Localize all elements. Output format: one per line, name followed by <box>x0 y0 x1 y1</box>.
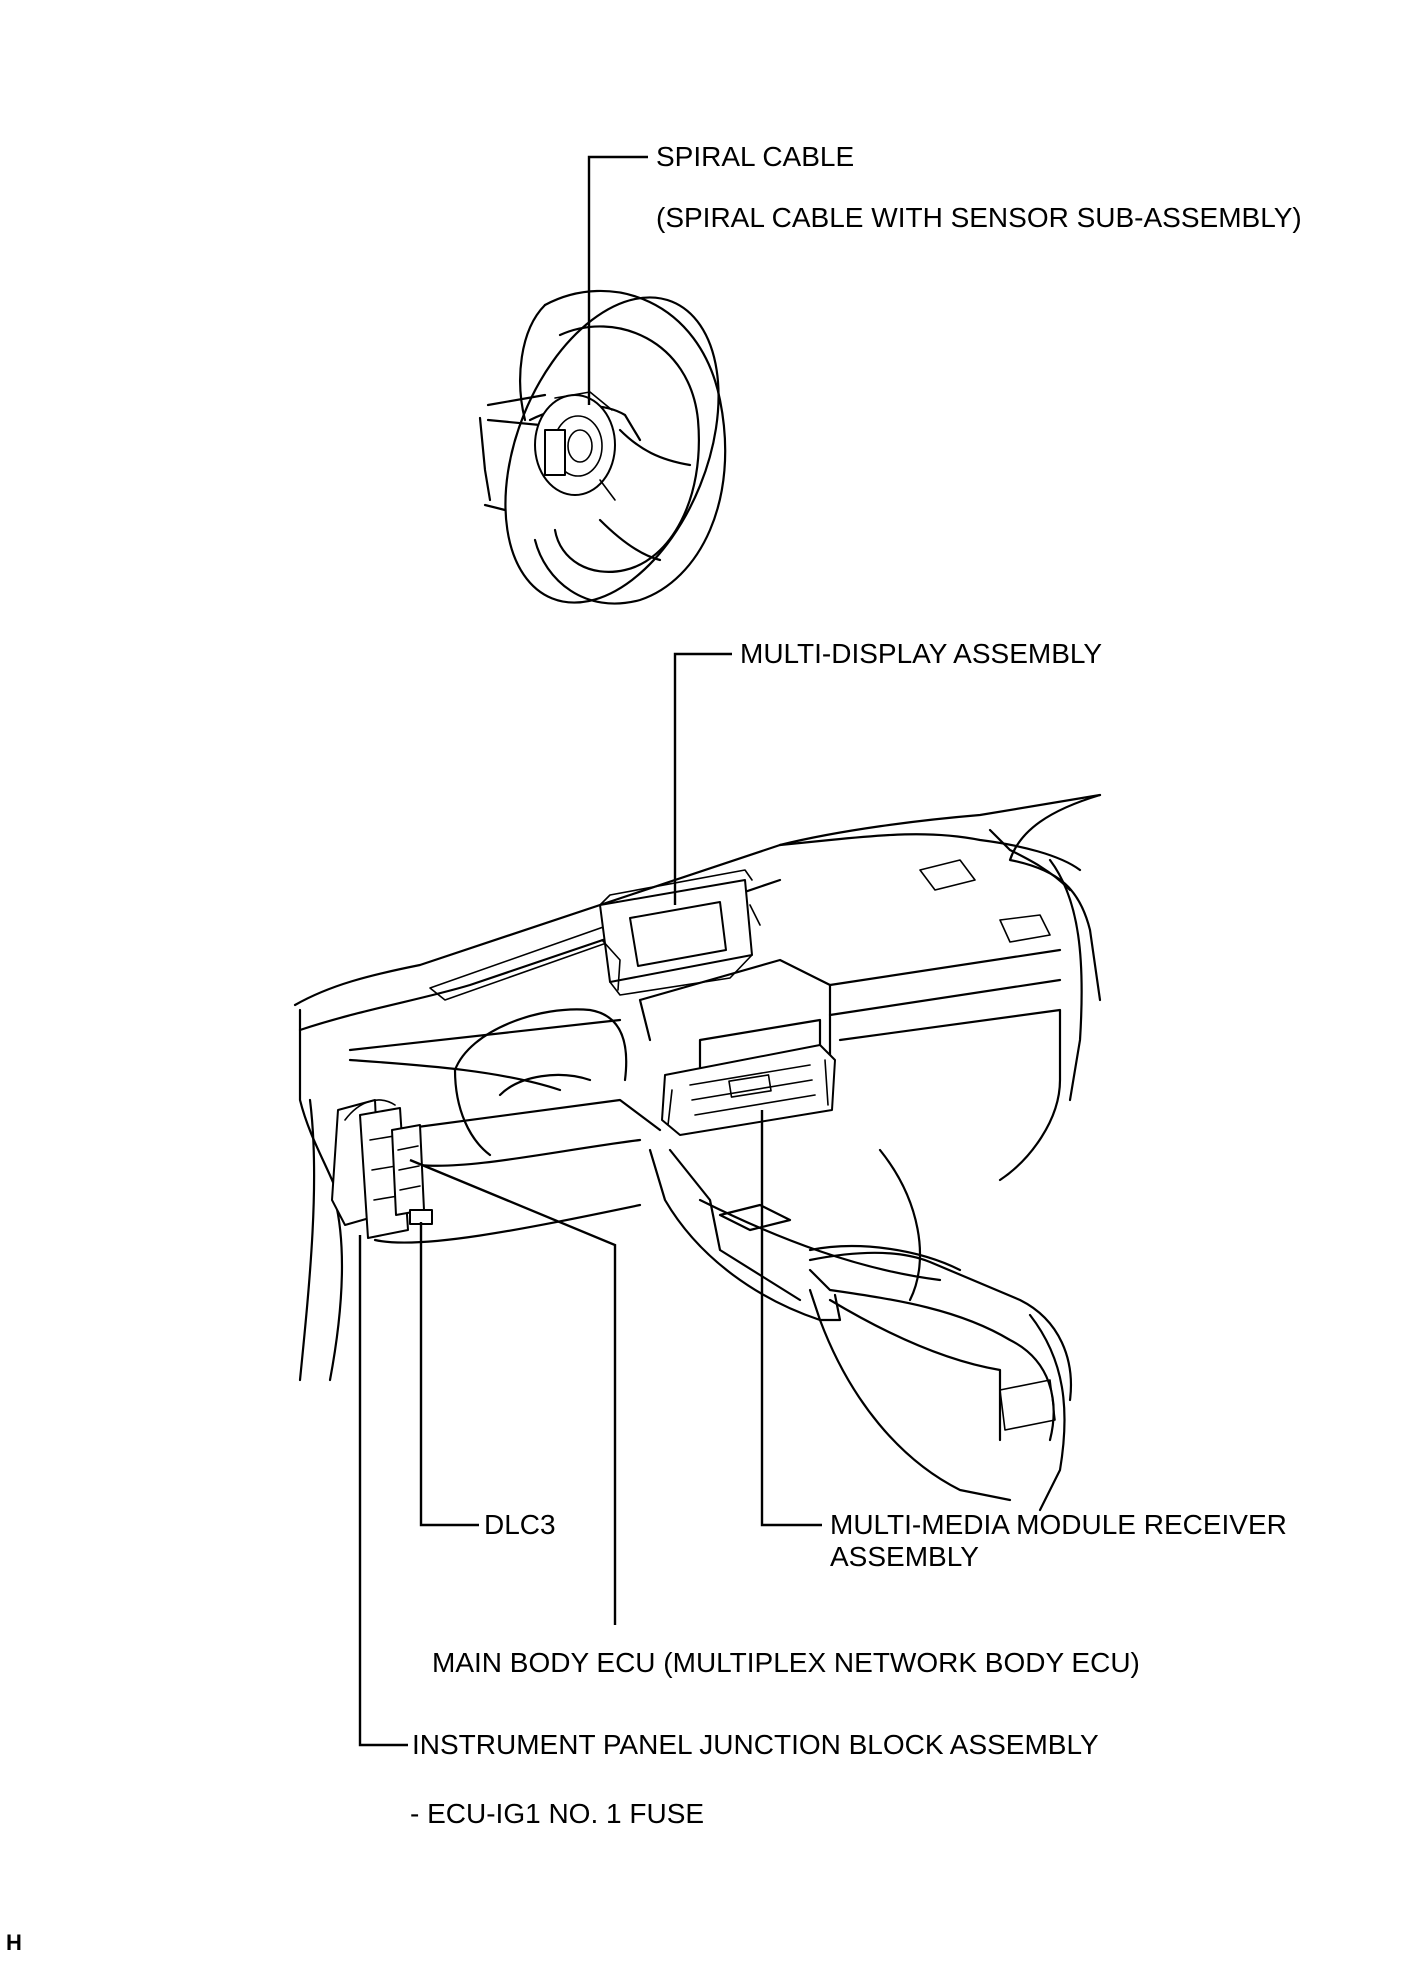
dlc3-label: DLC3 <box>484 1509 556 1540</box>
multi-display-part <box>599 869 761 996</box>
multi-media-label-line2: ASSEMBLY <box>830 1541 979 1572</box>
multi-display-label: MULTI-DISPLAY ASSEMBLY <box>740 638 1103 669</box>
steering-wheel-illustration <box>478 290 727 605</box>
fuse-label: - ECU-IG1 NO. 1 FUSE <box>410 1798 705 1829</box>
corner-mark: H <box>6 1930 22 1955</box>
main-body-ecu-label: MAIN BODY ECU (MULTIPLEX NETWORK BODY EC… <box>432 1647 1140 1678</box>
multi-media-label-line1: MULTI-MEDIA MODULE RECEIVER <box>830 1509 1287 1540</box>
spiral-cable-label: SPIRAL CABLE <box>656 141 855 172</box>
dlc3-part <box>409 1209 433 1225</box>
main-body-ecu-part <box>391 1124 425 1216</box>
instrument-panel-illustration <box>293 793 1102 1512</box>
leader-lines <box>358 155 822 1747</box>
spiral-cable-part <box>534 391 616 501</box>
spiral-cable-sub-label: (SPIRAL CABLE WITH SENSOR SUB-ASSEMBLY) <box>656 202 1302 233</box>
junction-block-label: INSTRUMENT PANEL JUNCTION BLOCK ASSEMBLY <box>412 1729 1099 1760</box>
multi-media-receiver-part <box>661 1044 836 1136</box>
